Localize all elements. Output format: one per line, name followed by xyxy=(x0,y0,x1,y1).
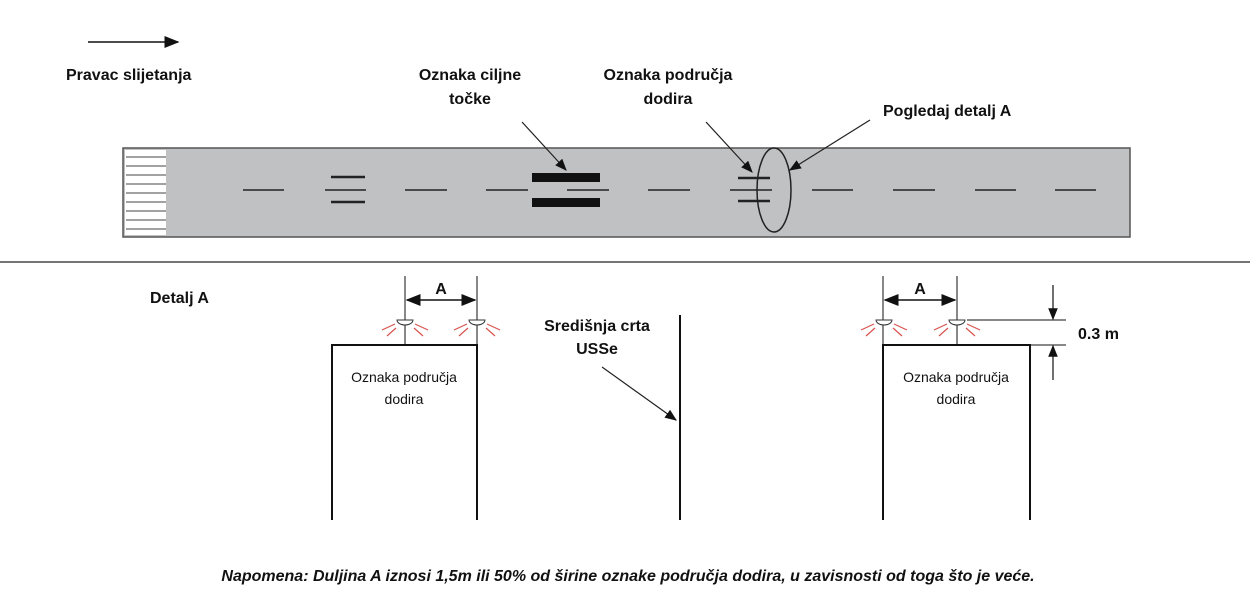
light-icon xyxy=(933,319,981,337)
aiming-point-arrow xyxy=(521,121,567,171)
landing-direction-label: Pravac slijetanja xyxy=(66,67,192,84)
detail-right: A Oznaka područja dodira 0.3 m xyxy=(860,276,1119,520)
box-label: Oznaka područja xyxy=(903,369,1009,385)
centerline-label-2: USSe xyxy=(576,341,618,358)
aiming-point-marks xyxy=(532,173,600,207)
light-icon xyxy=(381,319,429,337)
aiming-point-label-2: točke xyxy=(449,91,491,108)
note-text: Napomena: Duljina A iznosi 1,5m ili 50% … xyxy=(221,568,1034,585)
box-label-2: dodira xyxy=(937,391,976,407)
box-label: Oznaka područja xyxy=(351,369,457,385)
touchdown-label-2: dodira xyxy=(644,91,693,108)
light-icon xyxy=(860,319,908,337)
dimension-a-label-right: A xyxy=(914,281,926,298)
light-icon xyxy=(453,319,501,337)
box-label-2: dodira xyxy=(385,391,424,407)
threshold-markings xyxy=(126,156,166,230)
touchdown-label: Oznaka područja xyxy=(604,67,733,84)
aiming-point-label: Oznaka ciljne xyxy=(419,67,521,84)
detail-arrow xyxy=(788,119,871,171)
runway xyxy=(122,147,1131,238)
centerline-label: Središnja crta xyxy=(544,318,650,335)
dimension-a-label: A xyxy=(435,281,447,298)
detail-left: A Oznaka područja dodira xyxy=(331,276,501,520)
detail-ellipse xyxy=(756,147,792,233)
see-detail-label: Pogledaj detalj A xyxy=(883,103,1012,120)
touchdown-marks xyxy=(331,175,770,204)
touchdown-arrow xyxy=(705,121,753,173)
height-label: 0.3 m xyxy=(1078,326,1119,343)
detail-title: Detalj A xyxy=(150,290,209,307)
centerline-arrow xyxy=(601,366,677,421)
